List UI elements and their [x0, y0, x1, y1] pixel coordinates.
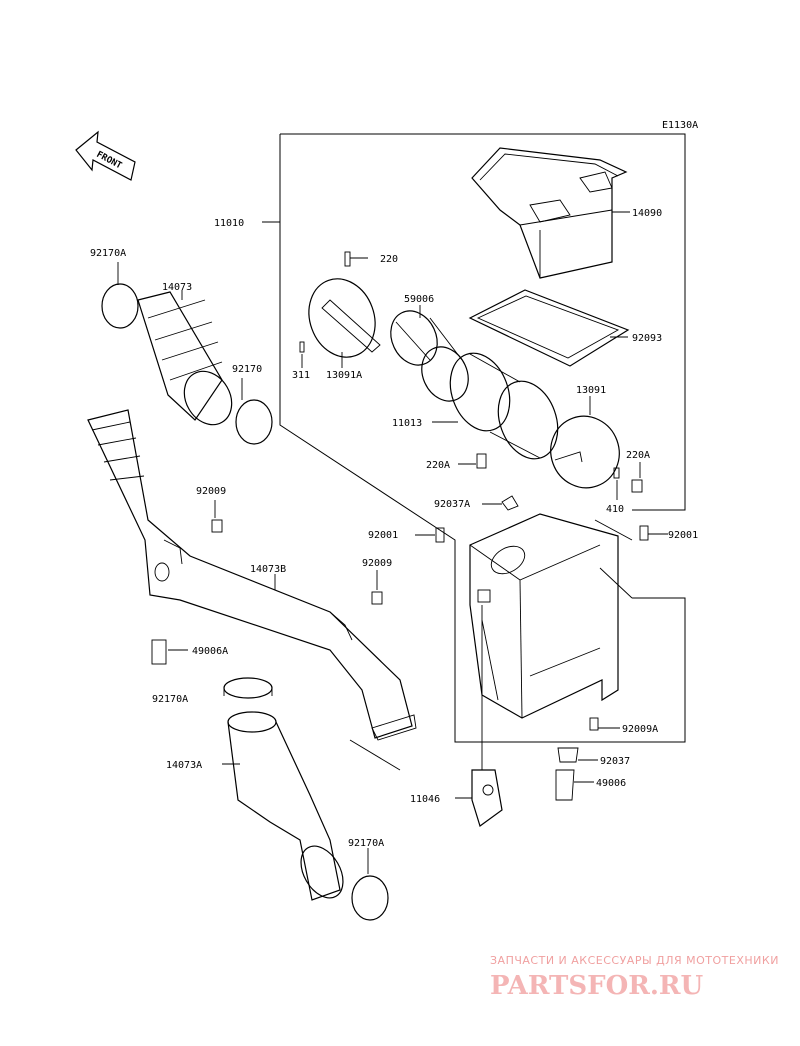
duct-b: [87, 409, 417, 771]
label-14073B: 14073B: [250, 564, 286, 575]
label-13091A: 13091A: [326, 370, 362, 381]
diagram-code: E1130A: [662, 120, 698, 131]
filter-plate: [458, 396, 643, 511]
label-92001-right: 92001: [668, 530, 698, 541]
label-11010: 11010: [214, 218, 244, 229]
label-11013: 11013: [392, 418, 422, 429]
watermark: ЗАПЧАСТИ И АКСЕССУАРЫ ДЛЯ МОТОТЕХНИКИ PA…: [490, 954, 779, 1001]
air-box: [415, 513, 668, 731]
air-box-cover: [471, 147, 630, 279]
assembly-frame: [262, 133, 686, 743]
label-220: 220: [380, 254, 398, 265]
label-92037: 92037: [600, 756, 630, 767]
label-92093: 92093: [632, 333, 662, 344]
label-49006A: 49006A: [192, 646, 228, 657]
bracket: [455, 605, 598, 827]
filter-sponge: [390, 305, 469, 402]
front-arrow-icon: FRONT: [75, 130, 136, 181]
label-311: 311: [292, 370, 310, 381]
label-92170A-bottom: 92170A: [348, 838, 384, 849]
label-220A-left: 220A: [426, 460, 450, 471]
filter-holder: [299, 251, 381, 368]
main-filter: [432, 352, 559, 460]
label-92001-left: 92001: [368, 530, 398, 541]
label-14073A: 14073A: [166, 760, 202, 771]
watermark-tagline: ЗАПЧАСТИ И АКСЕССУАРЫ ДЛЯ МОТОТЕХНИКИ: [490, 954, 779, 967]
label-92009-top: 92009: [196, 486, 226, 497]
label-410: 410: [606, 504, 624, 515]
part-labels: 11010 14090 92170A 14073 220 59006 92093…: [90, 208, 698, 849]
gasket: [468, 289, 630, 367]
duct-a: [222, 711, 389, 921]
intake-duct: [101, 262, 273, 445]
label-11046: 11046: [410, 794, 440, 805]
label-220A-right: 220A: [626, 450, 650, 461]
label-92170A-mid: 92170A: [152, 694, 188, 705]
label-92170: 92170: [232, 364, 262, 375]
label-92037A: 92037A: [434, 499, 470, 510]
label-14090: 14090: [632, 208, 662, 219]
label-92170A-top: 92170A: [90, 248, 126, 259]
label-92009-mid: 92009: [362, 558, 392, 569]
label-92009A: 92009A: [622, 724, 658, 735]
label-13091: 13091: [576, 385, 606, 396]
label-59006: 59006: [404, 294, 434, 305]
clamp-mid: [223, 677, 273, 699]
label-14073: 14073: [162, 282, 192, 293]
label-49006: 49006: [596, 778, 626, 789]
watermark-logo: PARTSFOR.RU: [490, 971, 703, 1001]
